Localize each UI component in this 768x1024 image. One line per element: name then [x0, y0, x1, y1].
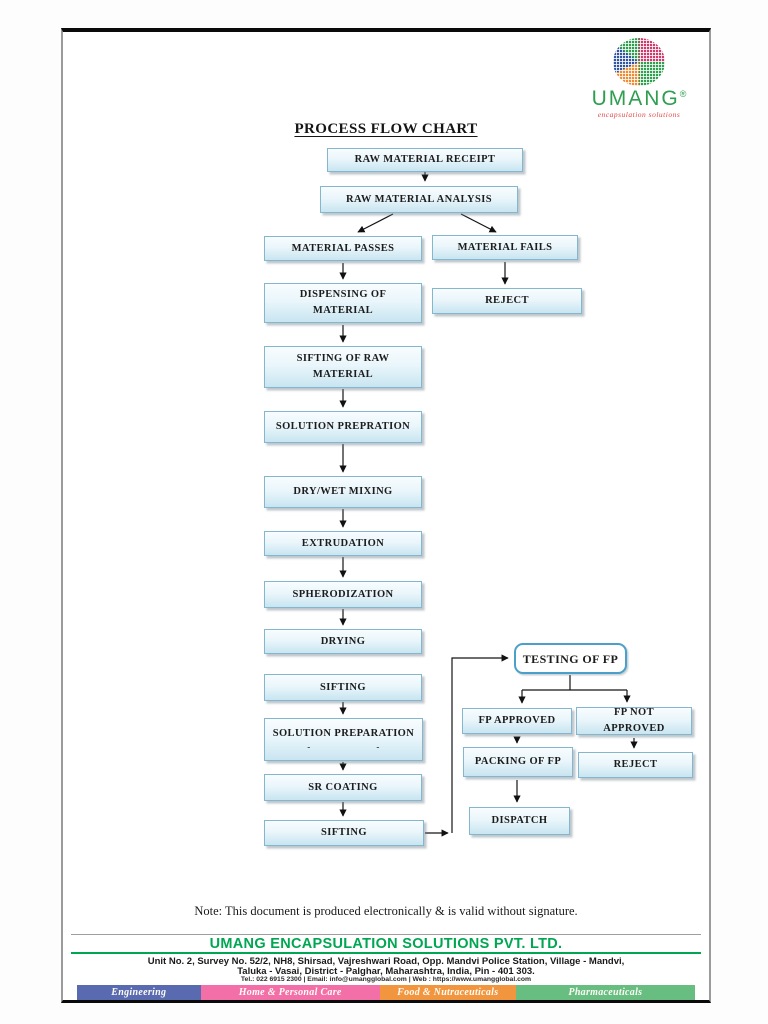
flow-box-dispensing-of-material: DISPENSING OF MATERIAL: [264, 283, 422, 323]
flow-box-label: TESTING OF FP: [522, 651, 619, 666]
flow-box-label: SPHERODIZATION: [292, 588, 394, 600]
division-food-nutraceuticals: Food & Nutraceuticals: [379, 985, 516, 1000]
address-line-1: Unit No. 2, Survey No. 52/2, NH8, Shirsa…: [147, 956, 625, 967]
flow-box-label: DRYING: [320, 635, 366, 647]
flow-box-solution-prepration: SOLUTION PREPRATION: [264, 411, 422, 443]
flow-box-reject-fp: REJECT: [578, 752, 693, 778]
flow-box-raw-material-analysis: RAW MATERIAL ANALYSIS: [320, 186, 518, 213]
flow-box-solution-preparation: SOLUTION PREPARATION- -: [264, 718, 423, 761]
flow-box-reject-raw: REJECT: [432, 288, 582, 314]
flow-box-label: RAW MATERIAL RECEIPT: [354, 154, 496, 166]
logo-brand-text: UMANG®: [591, 87, 687, 110]
flow-box-packing-of-fp: PACKING OF FP: [463, 747, 573, 777]
company-logo: UMANG® encapsulation solutions: [583, 38, 695, 119]
flow-box-sifting-1: SIFTING: [264, 674, 422, 701]
flow-box-fp-approved: FP APPROVED: [462, 708, 572, 734]
globe-dots-icon: [613, 38, 665, 86]
flow-box-label: RAW MATERIAL ANALYSIS: [346, 193, 492, 205]
flow-box-material-passes: MATERIAL PASSES: [264, 236, 422, 261]
address-line-2: Taluka - Vasai, District - Palghar, Maha…: [237, 966, 535, 977]
flow-box-spherodization: SPHERODIZATION: [264, 581, 422, 608]
flow-box-label: DRY/WET MIXING: [293, 486, 393, 498]
logo-tagline: encapsulation solutions: [597, 110, 681, 119]
flow-box-material-fails: MATERIAL FAILS: [432, 235, 578, 260]
flow-box-label: FP NOT APPROVED: [603, 707, 665, 734]
flow-box-label: SIFTING OF RAW MATERIAL: [296, 353, 390, 380]
flow-box-label: REJECT: [485, 295, 529, 307]
flow-box-sr-coating: SR COATING: [264, 774, 422, 801]
flow-box-drying: DRYING: [264, 629, 422, 654]
document-page: UMANG® encapsulation solutions PROCESS F…: [61, 28, 711, 1003]
division-color-bands: Engineering Home & Personal Care Food & …: [77, 985, 695, 1000]
flow-box-label: PACKING OF FP: [474, 756, 562, 768]
flow-box-label: DISPENSING OF MATERIAL: [299, 289, 387, 316]
flow-box-label: SIFTING: [320, 681, 366, 693]
flow-box-fp-not-approved: FP NOT APPROVED: [576, 707, 692, 735]
flow-box-label: SR COATING: [308, 781, 378, 793]
flow-box-dispatch: DISPATCH: [469, 807, 570, 835]
flow-box-sifting-2: SIFTING: [264, 820, 424, 846]
company-name: UMANG ENCAPSULATION SOLUTIONS PVT. LTD.: [209, 936, 563, 952]
registered-mark: ®: [679, 89, 687, 99]
flow-box-extrudation: EXTRUDATION: [264, 531, 422, 556]
division-engineering: Engineering: [77, 985, 201, 1000]
flow-box-label: SOLUTION PREPARATION: [272, 728, 415, 740]
flow-box-raw-material-receipt: RAW MATERIAL RECEIPT: [327, 148, 523, 172]
page-title: PROCESS FLOW CHART: [294, 121, 478, 137]
flow-box-label: SIFTING: [321, 827, 367, 839]
footer-top-rule: [71, 934, 701, 935]
flow-box-label: SOLUTION PREPRATION: [275, 421, 411, 433]
flow-box-label: MATERIAL PASSES: [291, 242, 395, 254]
flow-box-label: DISPATCH: [491, 815, 548, 827]
flow-box-label: EXTRUDATION: [301, 537, 385, 549]
flow-box-dry-wet-mixing: DRY/WET MIXING: [264, 476, 422, 508]
flow-box-label: FP APPROVED: [478, 715, 556, 727]
flow-box-sifting-of-raw-material: SIFTING OF RAW MATERIAL: [264, 346, 422, 388]
division-home-personal-care: Home & Personal Care: [200, 985, 380, 1000]
flow-box-testing-of-fp: TESTING OF FP: [514, 643, 627, 674]
flow-connectors: [339, 171, 638, 837]
footer-green-rule: [71, 952, 701, 954]
electronic-signature-note: Note: This document is produced electron…: [194, 904, 578, 918]
flow-box-sublabel: - -: [307, 741, 380, 752]
division-pharmaceuticals: Pharmaceuticals: [515, 985, 695, 1000]
flow-box-label: MATERIAL FAILS: [457, 241, 553, 253]
contact-line: Tel.: 022 6915 2300 | Email: info@umangg…: [240, 976, 532, 983]
flow-box-label: REJECT: [613, 759, 658, 771]
